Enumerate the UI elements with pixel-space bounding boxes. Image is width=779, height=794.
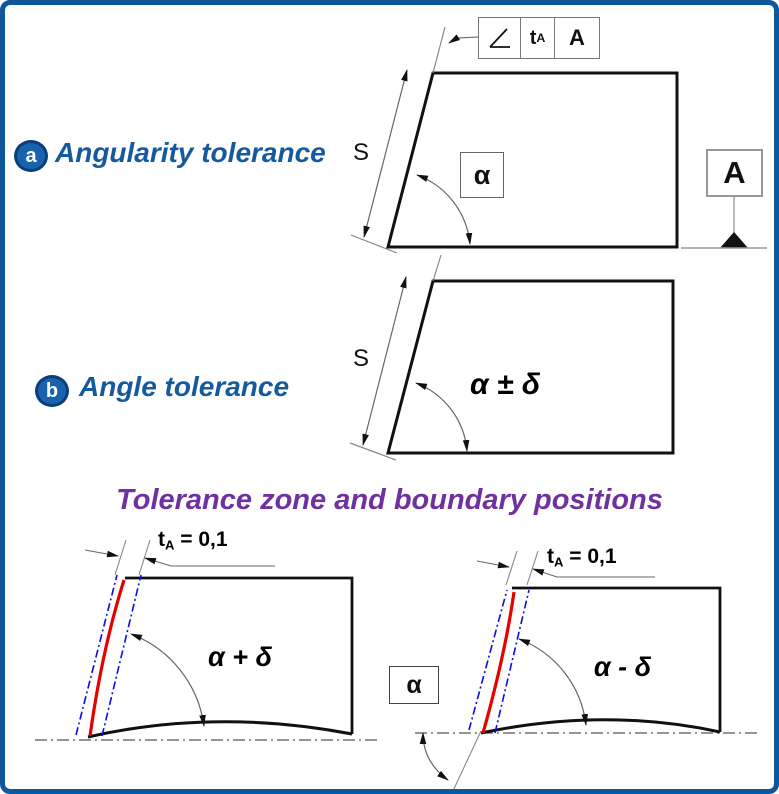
- part-outline: [512, 586, 722, 732]
- badge-letter: a: [25, 145, 37, 167]
- diagram-canvas: [35, 26, 767, 789]
- fcf-datum-cell: A: [554, 18, 599, 58]
- part-bottom-curve: [480, 718, 721, 735]
- angle-arc: [518, 638, 588, 726]
- section-a-title: Angularity tolerance: [55, 137, 326, 168]
- tolerance-base: t: [158, 528, 165, 551]
- alpha-box: α: [460, 152, 504, 198]
- dim-arrow-right-leader: [532, 568, 655, 578]
- tolerance-zone-line-left: [75, 574, 118, 736]
- fcf-leader-line: [448, 34, 480, 44]
- nominal-angle-arc: [419, 732, 449, 781]
- alpha-label: α: [473, 159, 491, 190]
- angle-arc: [130, 633, 206, 727]
- bottom-heading: Tolerance zone and boundary positions: [116, 484, 663, 516]
- tolerance-value: = 0,1: [174, 528, 228, 551]
- part-outline: [386, 279, 675, 455]
- dim-arrow-left: [84, 549, 119, 558]
- section-a-drawing: [350, 26, 767, 254]
- fcf-symbol-cell: [479, 18, 520, 58]
- angle-arc: [416, 174, 473, 245]
- datum-flag: A: [706, 149, 763, 197]
- nominal-alpha-label: α: [406, 670, 422, 699]
- dim-arrow-left: [476, 560, 510, 569]
- s-extension-line: [349, 442, 397, 461]
- nominal-slant-line: [453, 730, 482, 789]
- slant-extension-line: [432, 254, 442, 282]
- s-dimension-line: [362, 276, 407, 446]
- actual-surface-curve: [88, 579, 126, 737]
- tolerance-value-label: tA = 0,1: [547, 545, 617, 570]
- tolerance-base: t: [547, 545, 554, 568]
- tick-line-right: [138, 539, 151, 576]
- angle-plus-delta-label: α + δ: [208, 642, 272, 672]
- section-b-badge: b: [35, 375, 69, 407]
- s-dimension-label: S: [353, 345, 370, 372]
- tolerance-sub: A: [554, 554, 564, 570]
- boundary-right-drawing: [415, 550, 760, 789]
- actual-surface-curve: [481, 591, 516, 734]
- datum-letter: A: [723, 155, 746, 190]
- section-a-badge: a: [14, 140, 48, 172]
- boundary-left-drawing: [35, 539, 377, 741]
- part-outline: [125, 576, 354, 734]
- badge-letter: b: [45, 380, 59, 402]
- datum-triangle-icon: [720, 232, 748, 248]
- part-outline: [386, 71, 679, 249]
- tolerance-sub: A: [165, 537, 175, 553]
- nominal-alpha-box: α: [389, 666, 439, 704]
- tolerance-zone-line-right: [101, 574, 142, 737]
- tick-line-left: [505, 550, 518, 586]
- section-b-title: Angle tolerance: [79, 371, 290, 402]
- tick-line-left: [114, 539, 127, 576]
- s-extension-line: [350, 234, 398, 254]
- angle-minus-delta-label: α - δ: [593, 652, 652, 682]
- tolerance-symbol: t: [529, 26, 537, 49]
- slant-extension-line: [432, 26, 446, 74]
- part-bottom-curve: [87, 720, 353, 739]
- tick-line-right: [526, 550, 539, 586]
- tolerance-symbol-sub: A: [536, 31, 546, 45]
- section-b-drawing: [349, 254, 675, 461]
- tolerance-value: = 0,1: [563, 545, 617, 568]
- angle-tolerance-label: α ± δ: [469, 368, 541, 401]
- tolerance-value-label: tA = 0,1: [158, 528, 228, 553]
- angle-arc: [415, 382, 470, 452]
- s-dimension-label: S: [353, 139, 370, 166]
- angularity-icon: [488, 28, 510, 48]
- s-dimension-line: [363, 69, 408, 238]
- dim-arrow-right-leader: [144, 557, 275, 567]
